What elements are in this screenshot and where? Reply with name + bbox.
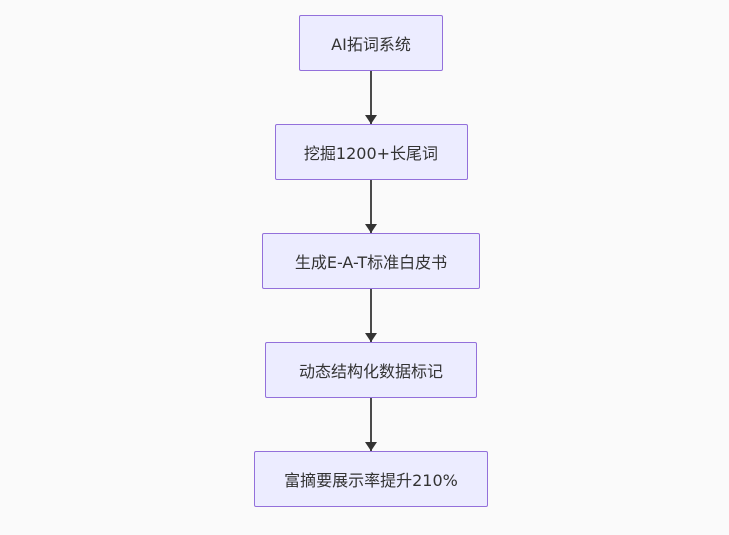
flow-node-label: 挖掘1200+长尾词 <box>303 144 439 163</box>
flow-node-rich-snippet-uplift: 富摘要展示率提升210% <box>254 451 488 507</box>
flow-arrow <box>365 71 377 124</box>
flow-node-ai-keyword-system: AI拓词系统 <box>299 15 443 71</box>
flow-node-label: 动态结构化数据标记 <box>298 362 443 381</box>
flow-arrow <box>365 289 377 342</box>
flow-arrow <box>365 398 377 451</box>
flow-node-label: 生成E-A-T标准白皮书 <box>294 253 448 272</box>
flowchart: AI拓词系统 挖掘1200+长尾词 生成E-A-T标准白皮书 动态结构化数据标记… <box>254 15 488 507</box>
flow-node-label: AI拓词系统 <box>331 35 411 54</box>
arrowhead-down-icon <box>365 224 377 233</box>
flow-node-eat-whitepaper: 生成E-A-T标准白皮书 <box>262 233 480 289</box>
arrowhead-down-icon <box>365 333 377 342</box>
arrowhead-down-icon <box>365 442 377 451</box>
arrowhead-down-icon <box>365 115 377 124</box>
flow-node-structured-data-markup: 动态结构化数据标记 <box>265 342 477 398</box>
flow-arrow <box>365 180 377 233</box>
flow-node-label: 富摘要展示率提升210% <box>284 471 458 490</box>
flow-node-longtail-mining: 挖掘1200+长尾词 <box>274 124 468 180</box>
